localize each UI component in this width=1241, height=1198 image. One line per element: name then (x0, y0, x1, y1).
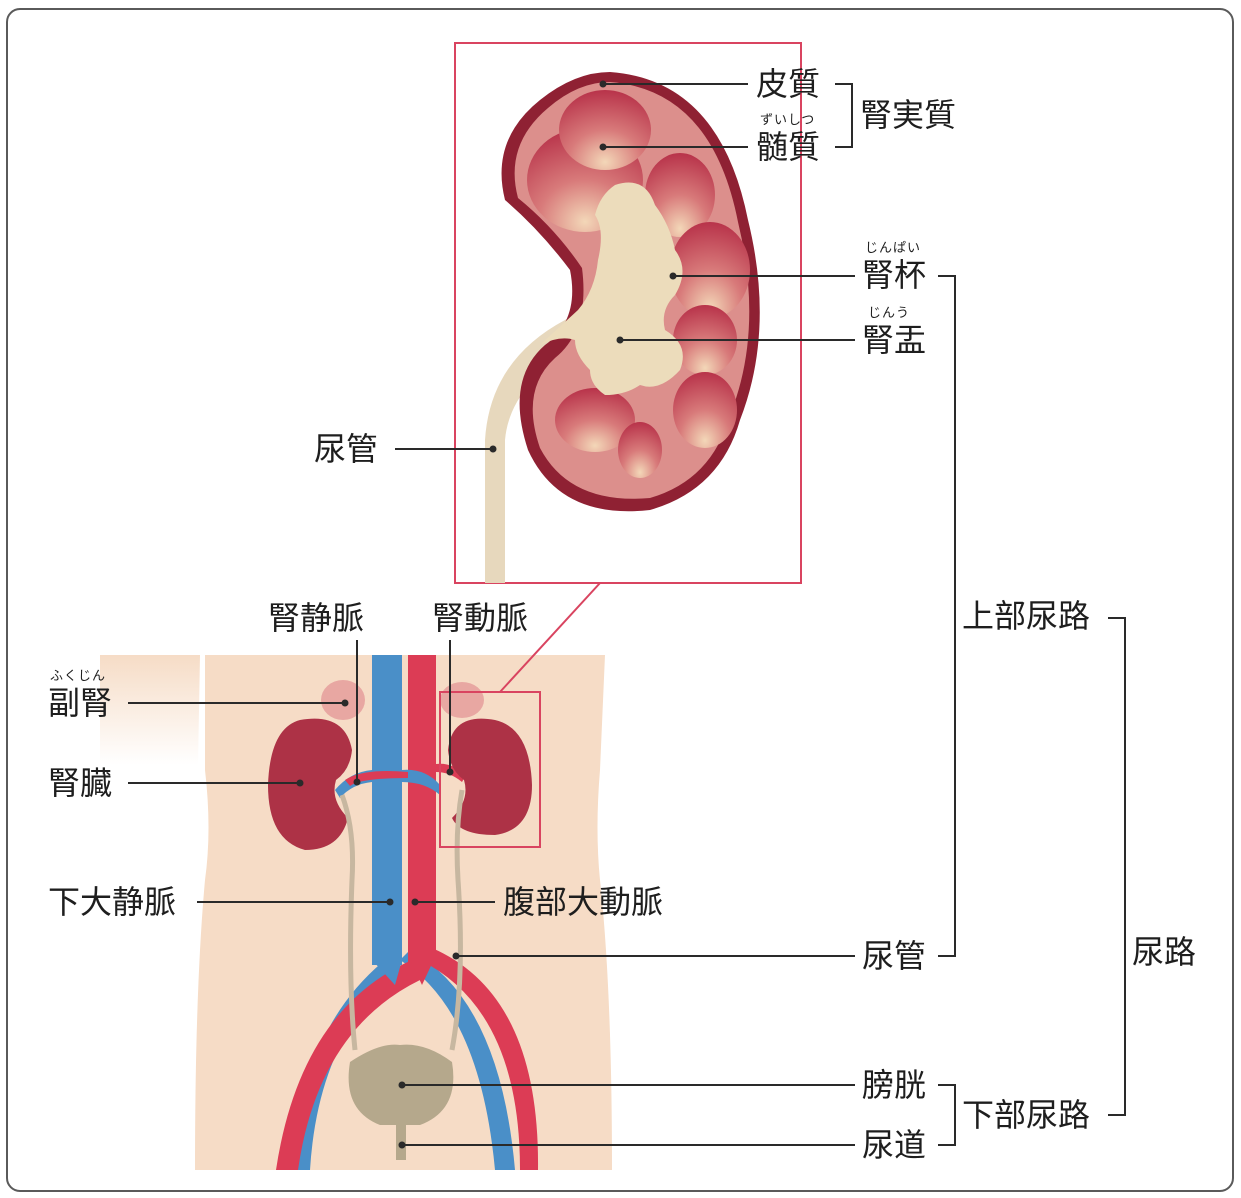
label-medulla: 髄質 (756, 131, 820, 163)
label-renal-artery: 腎動脈 (432, 602, 528, 634)
ruby-renal-calyx: じんぱい (865, 242, 921, 255)
inferior-vena-cava (372, 655, 402, 965)
label-renal-parenchyma: 腎実質 (860, 99, 956, 131)
label-ureter-lower: 尿管 (862, 940, 926, 972)
label-bladder: 膀胱 (862, 1069, 926, 1101)
label-urinary-tract: 尿路 (1132, 936, 1196, 968)
label-renal-calyx: 腎杯 (862, 259, 926, 291)
kidney-cross-section (485, 72, 760, 583)
ruby-medulla: ずいしつ (760, 114, 815, 127)
label-renal-pelvis: 腎盂 (862, 324, 926, 356)
label-ureter-upper: 尿管 (314, 433, 378, 465)
label-upper-urinary-tract: 上部尿路 (962, 600, 1090, 632)
adrenal-gland-right (440, 682, 484, 718)
label-inferior-vena-cava: 下大静脈 (48, 886, 176, 918)
label-cortex: 皮質 (756, 68, 820, 100)
ruby-renal-pelvis: じんう (868, 307, 910, 320)
ruby-adrenal: ふくじん (50, 670, 106, 683)
abdominal-aorta (408, 655, 436, 965)
label-kidney: 腎臓 (48, 767, 112, 799)
label-adrenal-gland: 副腎 (48, 687, 112, 719)
label-urethra: 尿道 (862, 1129, 926, 1161)
label-abdominal-aorta: 腹部大動脈 (503, 886, 663, 918)
urethra (396, 1120, 406, 1160)
label-lower-urinary-tract: 下部尿路 (962, 1099, 1090, 1131)
label-renal-vein: 腎静脈 (268, 602, 364, 634)
adrenal-gland-left (321, 680, 365, 720)
